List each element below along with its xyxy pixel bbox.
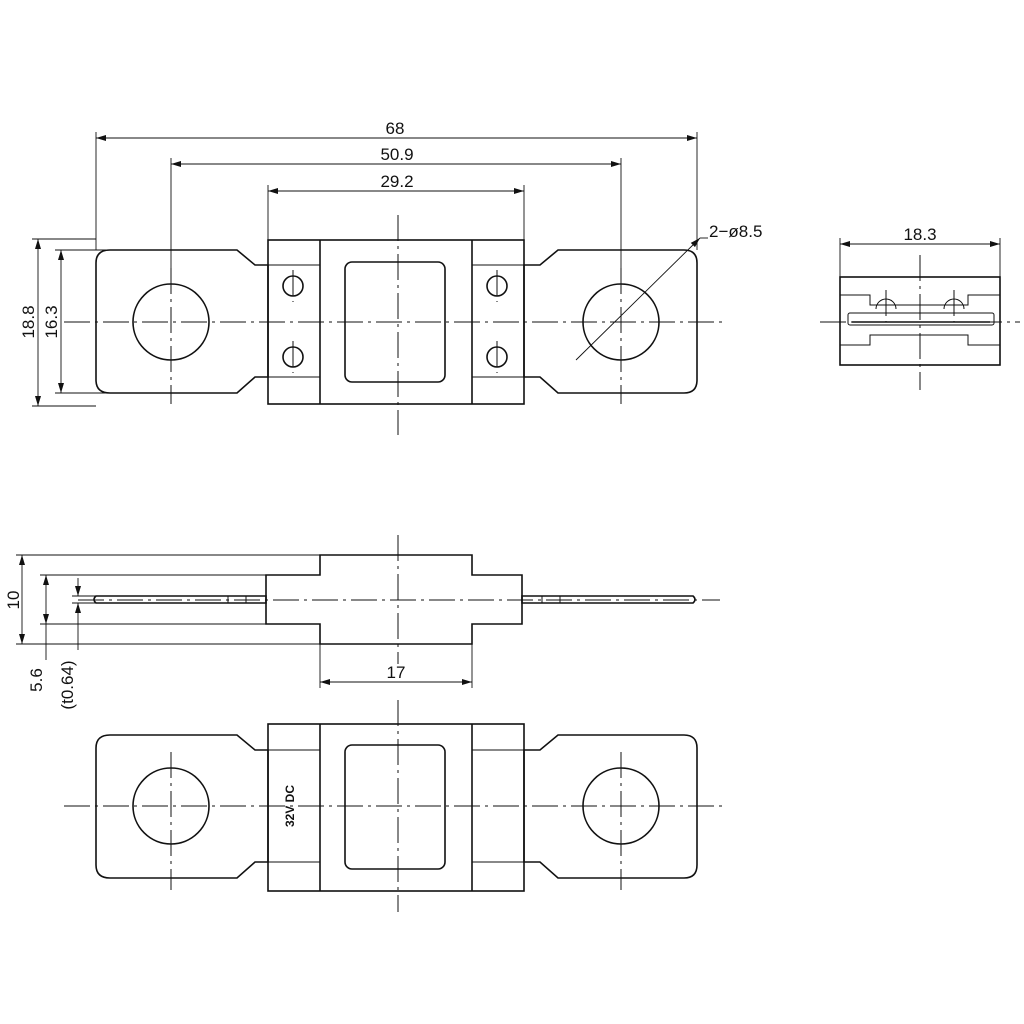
terminal-right-bottom bbox=[523, 734, 698, 879]
dim-overall-height: 18.8 bbox=[19, 305, 38, 338]
terminal-right bbox=[523, 249, 698, 394]
fuse-body-bottom bbox=[267, 723, 525, 892]
dim-body-length: 29.2 bbox=[380, 172, 413, 191]
dim-end-width: 18.3 bbox=[903, 225, 936, 244]
dim-terminal-offset: 5.6 bbox=[27, 668, 46, 692]
rating-marking: 32V DC bbox=[283, 785, 297, 827]
dim-hole-pitch: 50.9 bbox=[380, 145, 413, 164]
hole-leader bbox=[575, 237, 701, 361]
dim-terminal-thickness: (t0.64) bbox=[58, 660, 77, 709]
hole-callout: 2−ø8.5 bbox=[709, 222, 762, 241]
dim-overall-length: 68 bbox=[386, 119, 405, 138]
dim-body-center-length: 17 bbox=[387, 663, 406, 682]
side-view: 10 5.6 (t0.64) 17 bbox=[4, 535, 720, 710]
terminal-left bbox=[95, 249, 269, 394]
side-terminal-strip bbox=[93, 595, 267, 604]
inspection-window-bottom bbox=[344, 744, 446, 870]
top-view: 68 50.9 29.2 2−ø8.5 18.8 16.3 bbox=[19, 119, 762, 435]
centerlines bbox=[64, 215, 722, 435]
dim-body-thickness: 10 bbox=[4, 591, 23, 610]
end-terminal-slot bbox=[847, 312, 995, 326]
terminal-left-bottom bbox=[95, 734, 269, 879]
dim-terminal-height: 16.3 bbox=[42, 305, 61, 338]
end-view: 18.3 bbox=[820, 225, 1020, 390]
bottom-view: 32V DC bbox=[64, 700, 722, 912]
